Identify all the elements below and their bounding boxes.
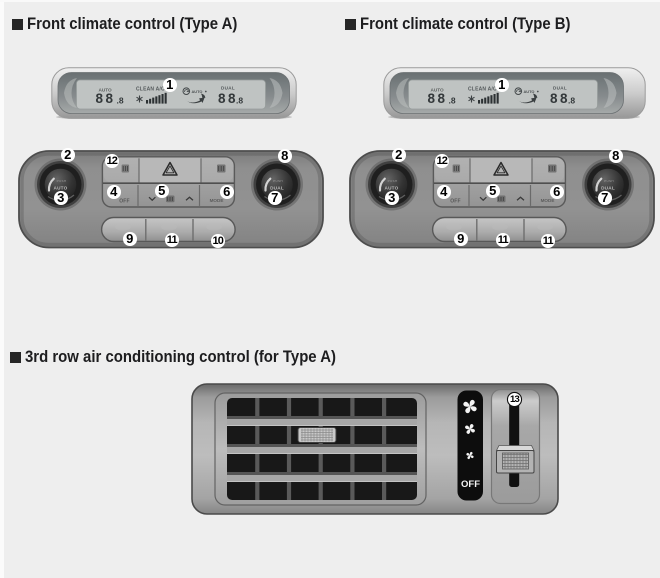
svg-text:OFF: OFF — [461, 479, 480, 490]
